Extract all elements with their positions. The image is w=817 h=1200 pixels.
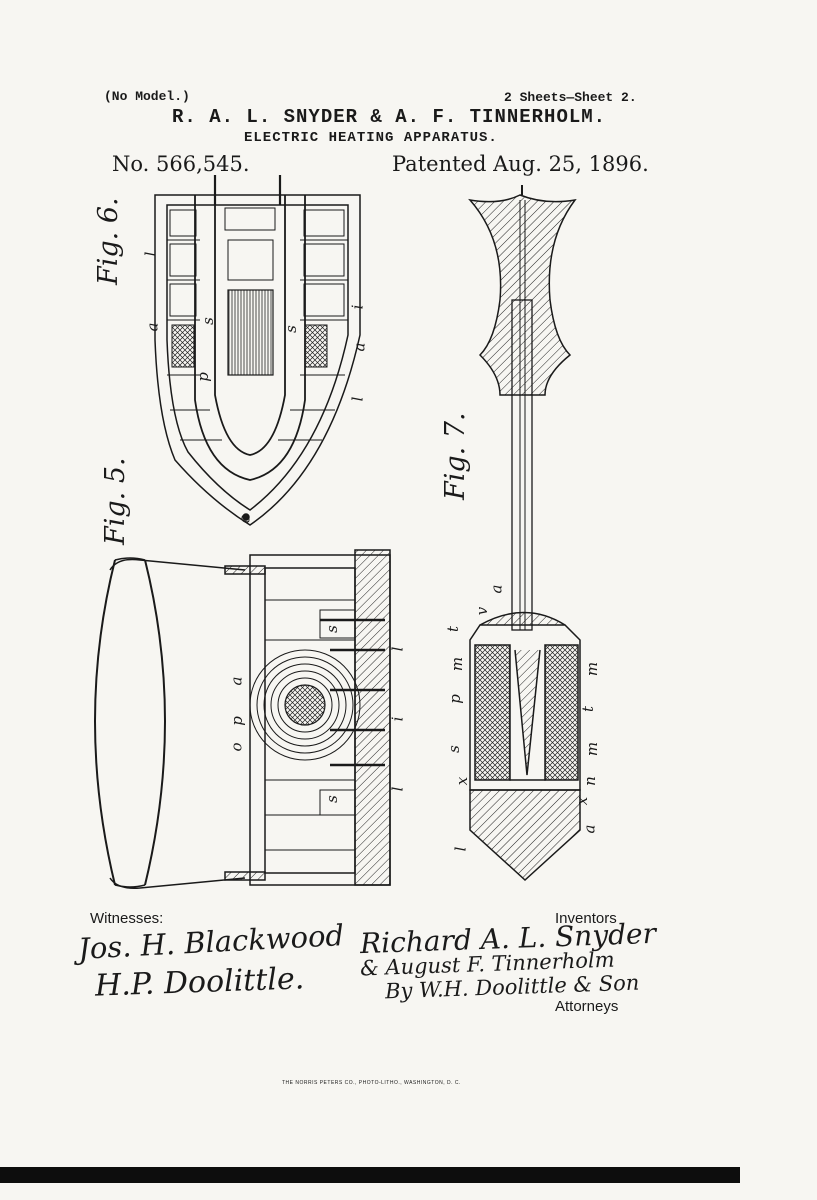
ref-letter: m xyxy=(448,656,467,672)
ref-letter: l xyxy=(388,786,407,792)
ref-letter: e xyxy=(235,514,254,524)
ref-letter: a xyxy=(143,322,162,332)
patent-title: ELECTRIC HEATING APPARATUS. xyxy=(244,130,498,146)
ref-letter: p xyxy=(445,694,464,704)
ref-letter: i xyxy=(348,304,367,310)
ref-letter: a xyxy=(487,584,506,594)
attorneys-label: Attorneys xyxy=(555,998,619,1015)
ref-letter: l xyxy=(348,396,367,402)
ref-letter: x xyxy=(453,776,472,786)
ref-letter: v xyxy=(473,606,492,616)
fig5-label: Fig. 5. xyxy=(100,457,131,545)
ref-letter: t xyxy=(444,625,463,633)
no-model-label: (No Model.) xyxy=(104,89,190,104)
fig6-label: Fig. 6. xyxy=(93,197,124,285)
scan-edge-bar xyxy=(0,1167,740,1183)
ref-letter: a xyxy=(227,676,246,686)
ref-letter: s xyxy=(281,325,300,333)
ref-letter: o xyxy=(227,742,246,752)
fig7-drawing xyxy=(468,185,581,882)
ref-letter: m xyxy=(583,741,602,757)
patent-number: No. 566,545. xyxy=(112,152,250,176)
inventors-label: Inventors xyxy=(555,910,617,927)
ref-letter: m xyxy=(583,661,602,677)
ref-letter: s xyxy=(322,625,341,633)
ref-letter: s xyxy=(322,795,341,803)
fig5-drawing xyxy=(94,549,391,890)
ref-letter: p xyxy=(193,372,212,382)
fig6-drawing xyxy=(154,175,361,526)
patent-date: Patented Aug. 25, 1896. xyxy=(392,152,649,176)
ref-letter: s xyxy=(198,317,217,325)
sheets-label: 2 Sheets—Sheet 2. xyxy=(504,90,637,105)
ref-letter: i xyxy=(388,716,407,722)
ref-letter: l xyxy=(451,846,470,852)
ref-letter: a xyxy=(350,342,369,352)
fig7-label: Fig. 7. xyxy=(440,412,471,500)
witness-signature-2: H.P. Doolittle. xyxy=(94,961,305,1004)
ref-letter: t xyxy=(579,705,598,713)
witnesses-label: Witnesses: xyxy=(90,910,164,927)
inventors-heading: R. A. L. SNYDER & A. F. TINNERHOLM. xyxy=(172,106,607,128)
printer-imprint: THE NORRIS PETERS CO., PHOTO-LITHO., WAS… xyxy=(282,1080,461,1086)
ref-letter: a xyxy=(580,824,599,834)
ref-letter: l xyxy=(141,251,160,257)
ref-letter: s xyxy=(444,745,463,753)
ref-letter: p xyxy=(227,716,246,726)
ref-letter: l xyxy=(388,646,407,652)
ref-letter: x xyxy=(573,796,592,806)
ref-letter: n xyxy=(580,776,599,786)
